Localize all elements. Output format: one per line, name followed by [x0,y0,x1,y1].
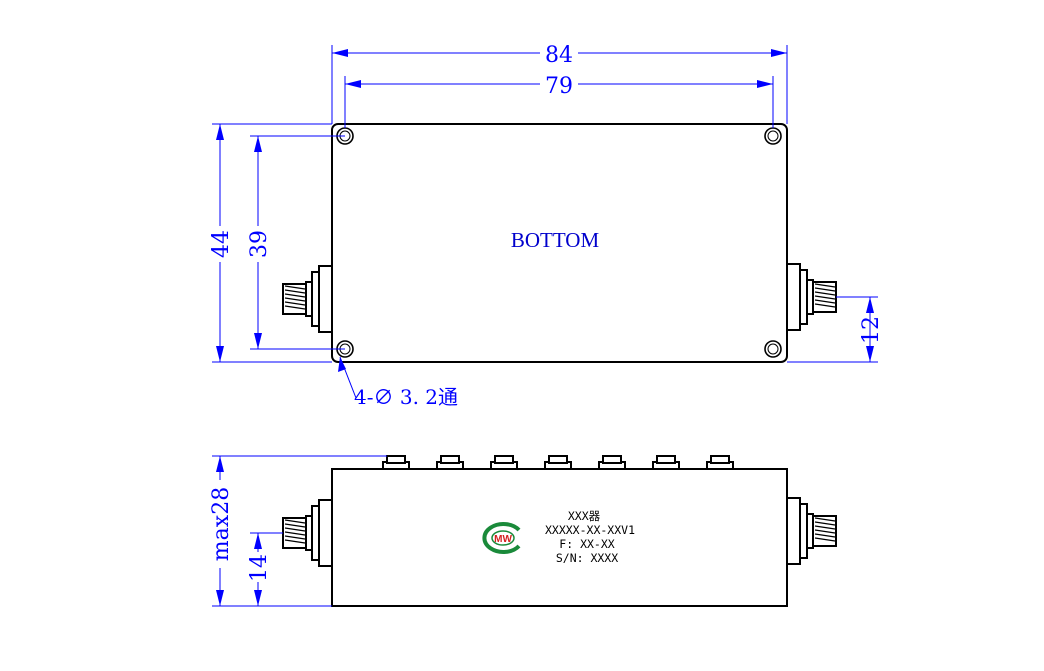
tuning-screw-7 [706,455,734,470]
mounting-hole-top-right [764,127,782,145]
dim-79-text: 79 [545,74,573,99]
dim-12-text: 12 [859,316,884,344]
sma-connector-right-side [786,497,837,565]
top-view-label: BOTTOM [511,228,600,252]
thread-right-top [814,283,836,308]
hole-callout: 4-∅ 3. 2通 [338,356,458,409]
thread-left-top [284,285,306,310]
tuning-screw-3 [490,455,518,470]
dimension-14: 14 [247,532,283,606]
product-label-line4: S/N: XXXX [556,551,618,565]
tuning-screws [382,455,734,470]
dimension-84: 84 [331,43,788,124]
dim-84-text: 84 [545,43,573,68]
dimension-12: 12 [787,296,884,363]
logo-text: MW [494,534,512,545]
mounting-hole-bottom-right [764,340,782,358]
dimension-44: 44 [209,123,332,363]
dimension-max28: max28 [209,455,387,607]
dim-14-text: 14 [247,554,272,582]
product-label: XXX器 XXXXX-XX-XXV1 F: XX-XX S/N: XXXX [545,509,635,565]
sma-connector-right-top [786,263,837,331]
tuning-screw-6 [652,455,680,470]
tuning-screw-2 [436,455,464,470]
product-label-line2: XXXXX-XX-XXV1 [545,523,635,537]
hole-callout-text: 4-∅ 3. 2通 [354,385,458,409]
side-housing-outline [331,468,788,607]
tuning-screw-4 [544,455,572,470]
tuning-screw-1 [382,455,410,470]
side-view: MW XXX器 XXXXX-XX-XXV1 F: XX-XX S/N: XXXX… [209,455,837,607]
top-housing-outline [331,123,788,363]
dim-39-text: 39 [247,230,272,258]
dim-max28-text: max28 [209,487,234,561]
dim-44-text: 44 [209,230,234,258]
dimension-39: 39 [247,135,345,350]
product-label-line3: F: XX-XX [559,537,614,551]
sma-connector-left-top [282,265,333,333]
product-label-line1: XXX器 [568,509,601,523]
company-logo: MW [482,522,521,554]
top-view: BOTTOM [209,43,884,409]
sma-connector-left-side [282,499,333,567]
tuning-screw-5 [598,455,626,470]
dimension-79: 79 [344,74,774,128]
